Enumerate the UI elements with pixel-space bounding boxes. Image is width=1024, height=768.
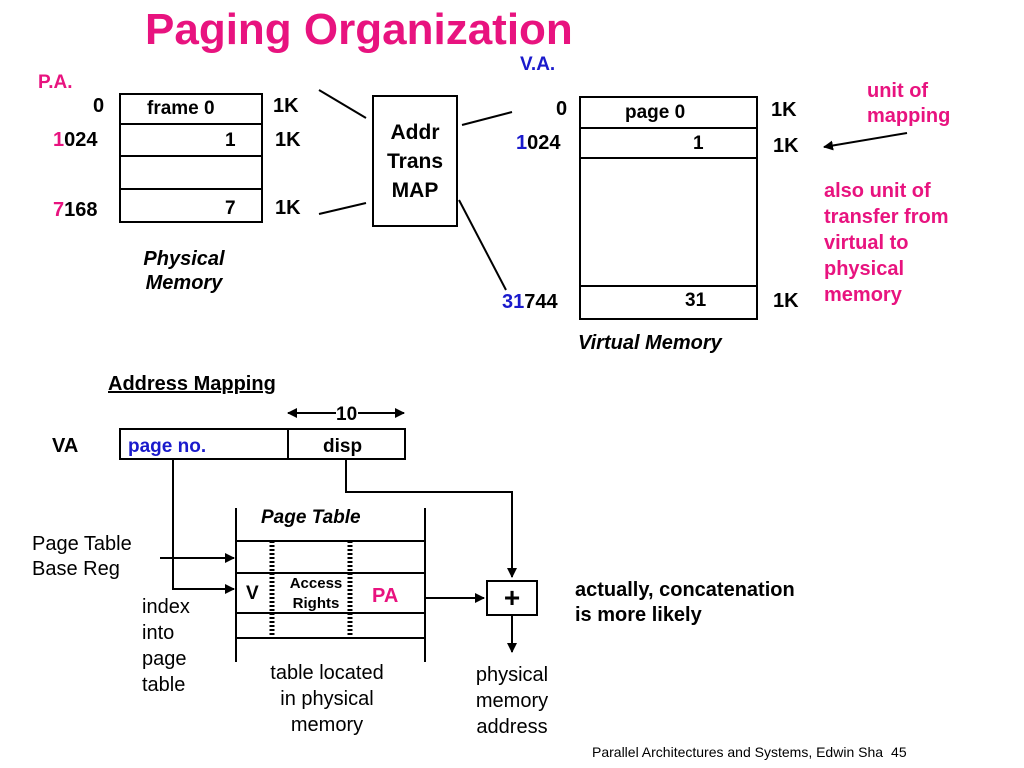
map-to-vm-top-line	[461, 111, 513, 126]
table-location-note: table located in physical memory	[270, 662, 384, 736]
vm-divider-1	[581, 127, 756, 129]
pm-addr-1024-lead: 1	[53, 129, 65, 151]
va-label: V.A.	[520, 54, 556, 75]
pm-addr-1024-rest: 024	[64, 129, 98, 151]
vm-addr-1024-rest: 024	[527, 132, 561, 154]
page-table-base-reg-label: Page Table Base Reg	[32, 533, 132, 580]
index-into-page-table-label: index into page table	[142, 596, 190, 696]
page-31-label: 31	[685, 290, 707, 311]
physical-memory-address-label: physical memory address	[475, 664, 549, 738]
pm-addr-0: 0	[93, 95, 105, 117]
address-mapping-heading: Address Mapping	[108, 373, 276, 395]
vm-addr-31744: 31744	[502, 292, 558, 312]
disp-width-label: 10	[336, 404, 358, 425]
vm-size-1: 1K	[773, 135, 799, 157]
page-table-title: Page Table	[261, 507, 361, 528]
va-register-label: VA	[52, 435, 79, 457]
vm-addr-31744-rest: 744	[524, 291, 558, 313]
pm-addr-7168: 7168	[53, 200, 98, 220]
pm-addr-1024: 1024	[53, 130, 98, 150]
entry-access-rights: Access Rights	[289, 575, 343, 612]
va-field-divider	[287, 430, 289, 458]
pm-divider-2	[121, 155, 261, 157]
vm-addr-0: 0	[556, 98, 568, 120]
physical-memory-caption: Physical Memory	[143, 248, 225, 294]
pm-to-map-top-line	[318, 89, 367, 119]
entry-pa: PA	[372, 585, 399, 607]
disp-field: disp	[323, 436, 363, 457]
pm-divider-3	[121, 188, 261, 190]
pm-addr-7168-rest: 168	[64, 199, 98, 221]
entry-valid-bit: V	[246, 583, 259, 604]
pm-size-0: 1K	[273, 95, 299, 117]
va-register: page no. disp	[119, 428, 406, 460]
addr-trans-map-box: Addr Trans MAP	[372, 95, 458, 227]
pm-size-1: 1K	[275, 129, 301, 151]
concatenation-note: actually, concatenation is more likely	[575, 579, 795, 626]
vm-size-0: 1K	[771, 99, 797, 121]
page-no-field: page no.	[128, 436, 207, 457]
map-to-vm-bottom-line	[458, 199, 507, 291]
vm-addr-1024: 1024	[516, 133, 561, 153]
footer-credit: Parallel Architectures and Systems, Edwi…	[592, 744, 907, 760]
vm-divider-2	[581, 157, 756, 159]
pa-label: P.A.	[38, 72, 73, 93]
adder-box: +	[486, 580, 538, 616]
pm-size-7: 1K	[275, 197, 301, 219]
unit-mapping-arrow	[823, 132, 908, 151]
frame-0-label: frame 0	[147, 98, 215, 119]
frame-1-label: 1	[225, 130, 236, 151]
vm-addr-1024-lead: 1	[516, 132, 528, 154]
pm-divider-1	[121, 123, 261, 125]
map-line-3: MAP	[391, 179, 439, 202]
slide-number: 45	[891, 744, 907, 760]
map-line-2: Trans	[386, 150, 444, 173]
virtual-memory-caption: Virtual Memory	[578, 332, 722, 354]
transfer-unit-note: also unit of transfer from virtual to ph…	[824, 180, 949, 306]
page-table-grid	[235, 508, 426, 662]
page-no-index-arrow	[172, 459, 235, 594]
virtual-memory-box: page 0 1 31	[579, 96, 758, 320]
adder-symbol: +	[503, 582, 521, 613]
unit-of-mapping-note: unit of mapping	[867, 80, 951, 127]
disp-to-adder-arrow	[345, 459, 517, 578]
slide-title: Paging Organization	[145, 5, 573, 54]
physical-memory-box: frame 0 1 7	[119, 93, 263, 223]
vm-size-31: 1K	[773, 290, 799, 312]
pm-to-map-bottom-line	[318, 202, 367, 215]
vm-divider-3	[581, 285, 756, 287]
page-0-label: page 0	[625, 102, 686, 123]
page-1-label: 1	[693, 133, 704, 154]
map-line-1: Addr	[390, 121, 440, 144]
vm-addr-31744-lead: 31	[502, 291, 525, 313]
pm-addr-7168-lead: 7	[53, 199, 65, 221]
frame-7-label: 7	[225, 198, 236, 219]
